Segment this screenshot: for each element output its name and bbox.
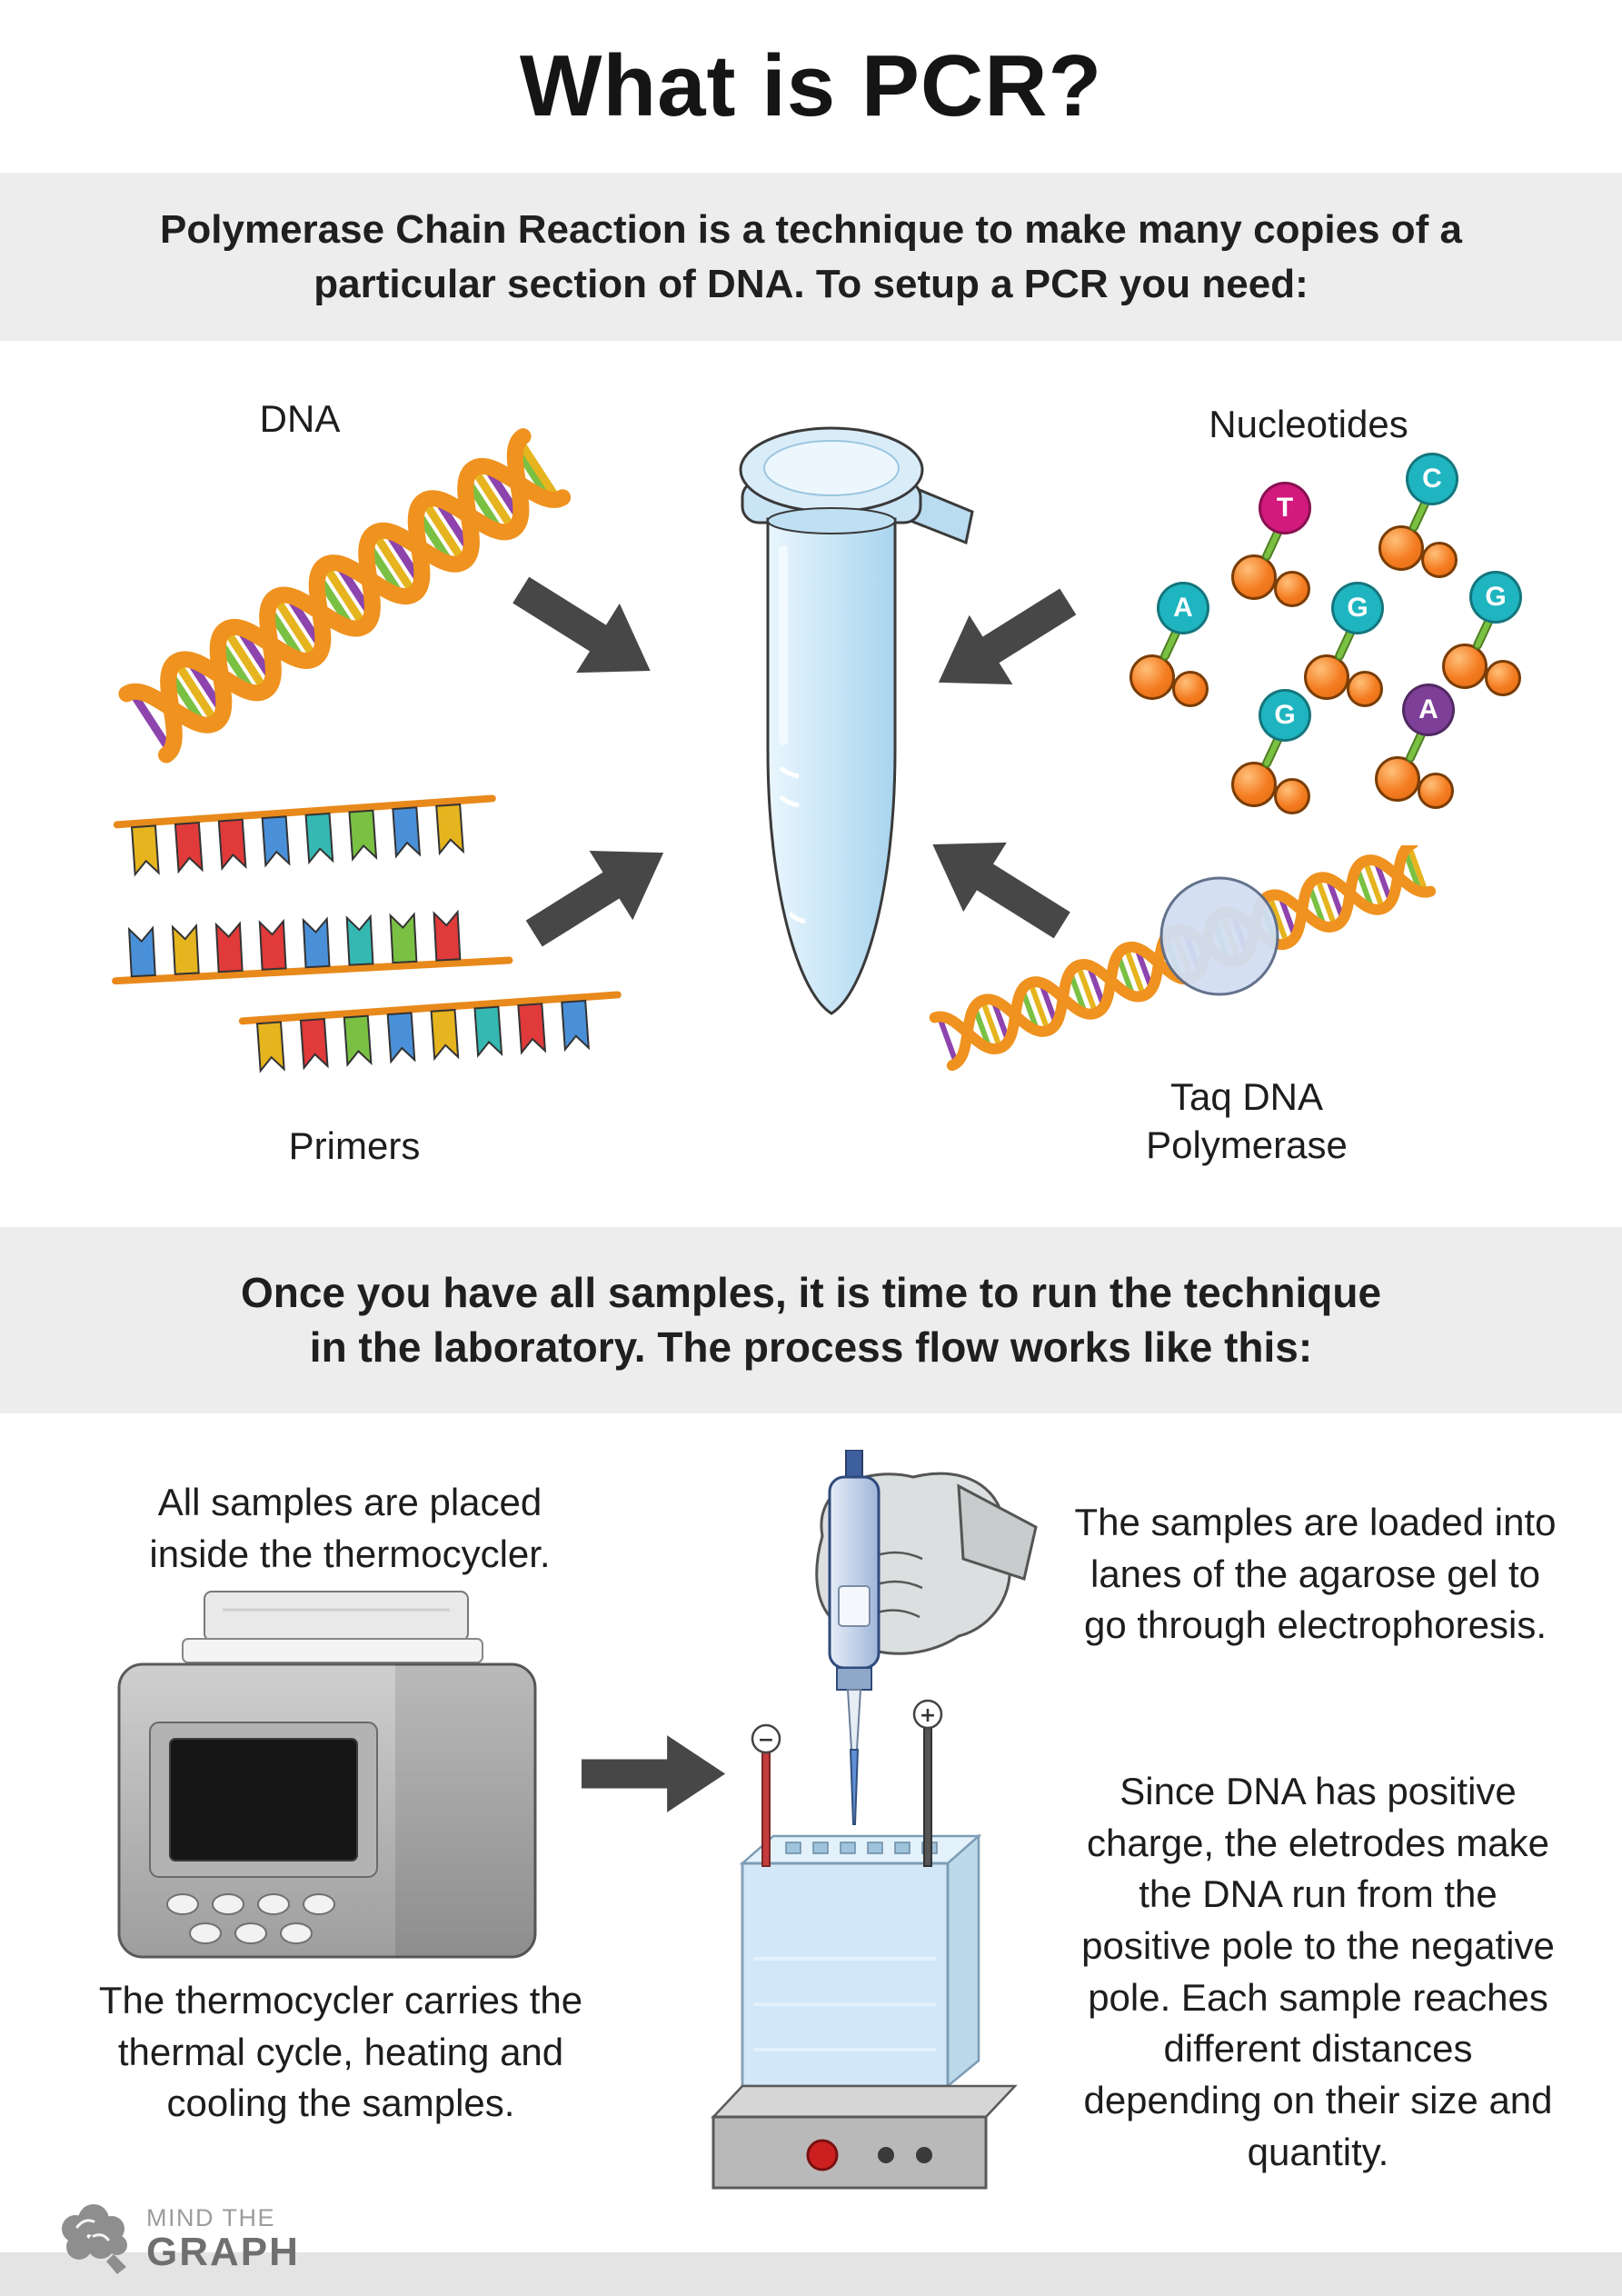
dna-label: DNA [259,397,341,440]
flow-heading-text: Once you have all samples, it is time to… [240,1268,1382,1371]
arrow-primers-to-tube-icon [512,815,689,971]
intro-band: Polymerase Chain Reaction is a technique… [0,173,1622,341]
logo-line1: MIND THE [146,2203,276,2231]
ingredients-section: DNA Nucleotides Primers Taq DNA Polymera… [0,341,1622,1227]
nucleotide-molecule-icon: C [1378,453,1478,589]
minus-electrode-label: − [758,1729,774,1752]
pipette-gel-icon: − + [711,1450,1038,2190]
nucleotide-molecule-icon: G [1231,689,1331,825]
tube-icon [739,426,974,1015]
taq-polymerase-icon [929,845,1437,1072]
nucleotide-molecule-icon: A [1129,582,1229,718]
nucleotide-molecule-icon: G [1304,582,1404,718]
bottom-strip [0,2252,1622,2296]
nucleotide-letter: A [1157,582,1209,634]
intro-text: Polymerase Chain Reaction is a technique… [160,207,1462,306]
nucleotides-illustration: T C A G G [1122,445,1549,854]
nucleotide-letter: C [1406,453,1458,505]
nucleotide-letter: G [1331,582,1384,634]
thermocycler-icon [117,1591,537,1959]
taq-polymerase-label: Taq DNA Polymerase [1146,1075,1348,1166]
brain-logo-icon [62,2204,127,2274]
nucleotide-molecule-icon: T [1231,482,1331,618]
nucleotide-letter: T [1259,482,1311,534]
logo-line2: GRAPH [146,2229,300,2274]
step-thermocycler-top-text: All samples are placed inside the thermo… [149,1481,551,1575]
arrow-nucleotides-to-tube-icon [914,564,1091,720]
arrow-dna-to-tube-icon [498,554,675,709]
page-title: What is PCR? [519,37,1103,135]
primers-label: Primers [288,1124,421,1167]
step-electrophoresis-text: Since DNA has positive charge, the eletr… [1081,1770,1555,2173]
arrow-taq-to-tube-icon [909,806,1086,962]
nucleotide-letter: G [1469,571,1522,624]
nucleotide-letter: A [1402,684,1455,736]
step-thermocycler-bottom-text: The thermocycler carries the thermal cyc… [98,1979,583,2125]
flow-heading-band: Once you have all samples, it is time to… [0,1227,1622,1413]
mind-the-graph-logo: MIND THE GRAPH [50,2200,300,2276]
nucleotide-letter: G [1259,689,1311,742]
primers-icon [112,794,622,1073]
plus-electrode-label: + [920,1704,936,1727]
nucleotide-molecule-icon: A [1375,684,1475,820]
nucleotides-label: Nucleotides [1209,403,1408,445]
process-section: All samples are placed inside the thermo… [0,1413,1622,2252]
step-gel-loading-text: The samples are loaded into lanes of the… [1074,1501,1557,1647]
dna-helix-icon [118,428,572,764]
arrow-thermocycler-to-gel-icon [582,1733,727,1815]
nucleotide-molecule-icon: G [1442,571,1542,707]
title-band: What is PCR? [0,0,1622,173]
